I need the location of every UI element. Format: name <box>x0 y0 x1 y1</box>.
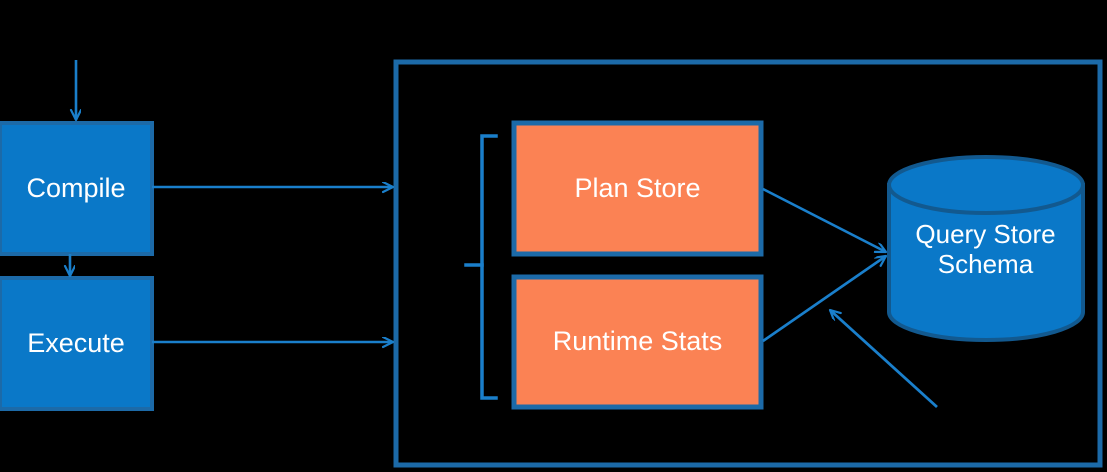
runtime-stats-box[interactable] <box>511 274 764 410</box>
connector-plan-store-to-schema <box>762 187 886 254</box>
execute-box[interactable] <box>0 276 154 411</box>
connector-external-to-schema <box>830 310 938 409</box>
compile-box[interactable] <box>0 121 154 256</box>
store-group-bracket <box>464 134 498 400</box>
query-store-schema-cylinder[interactable] <box>887 155 1085 342</box>
plan-store-box[interactable] <box>511 120 764 257</box>
connector-runtime-stats-to-schema <box>762 256 886 343</box>
query-store-container <box>393 59 1103 468</box>
